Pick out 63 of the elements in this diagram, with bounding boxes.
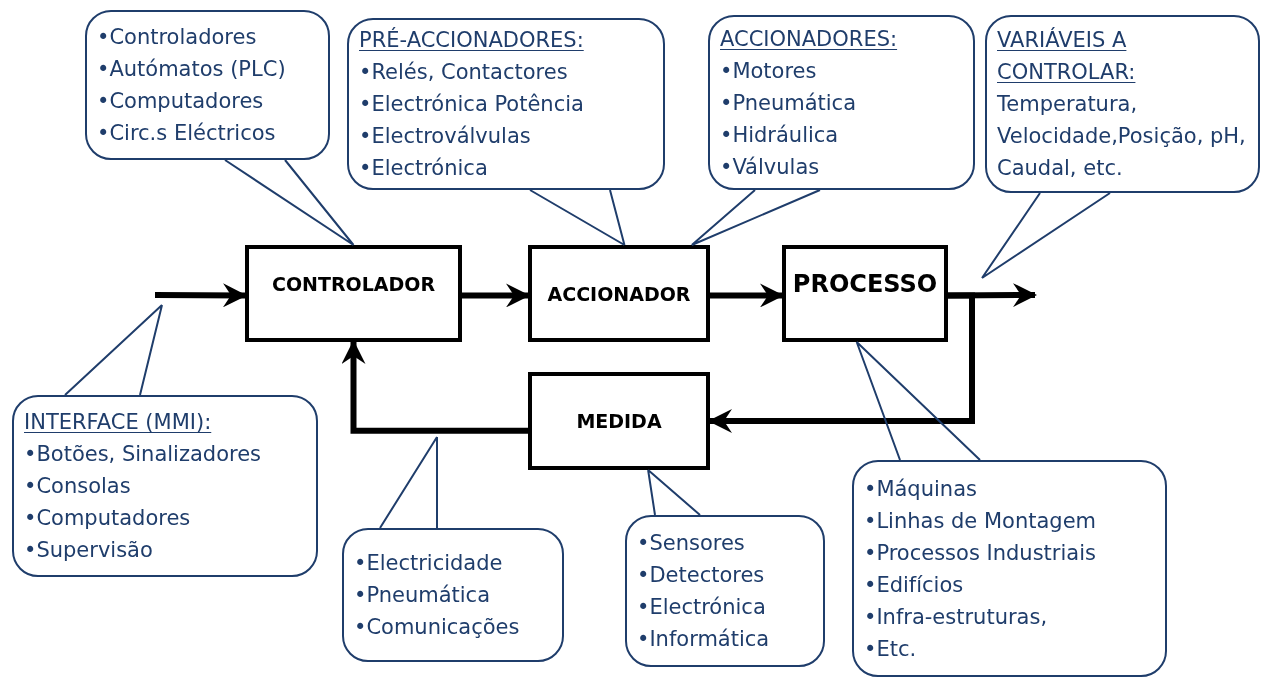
callout-heading: ACCIONADORES: (720, 25, 899, 53)
box-label: CONTROLADOR (271, 272, 436, 295)
callout-text: •Electrónica (359, 155, 489, 182)
callout-pointer (224, 159, 355, 246)
callout-pointer (529, 189, 626, 246)
box-label: ACCIONADOR (547, 282, 691, 305)
callout-text: •Relés, Contactores (359, 59, 569, 86)
callout-text: •Edifícios (864, 571, 965, 599)
arrow (708, 292, 975, 433)
callout-text: •Pneumática (354, 582, 492, 609)
callout-text: •Pneumática (720, 89, 858, 117)
callout-text: •Linhas de Montagem (864, 507, 1098, 535)
callout-heading: PRÉ-ACCIONADORES: (359, 26, 585, 54)
callout-text: •Válvulas (720, 153, 821, 181)
callout-text: Temperatura, Velocidade,Posição, pH, Caudal, etc. (997, 91, 1247, 182)
box-label: MEDIDA (576, 410, 662, 432)
callout-text: •Computadores (97, 88, 265, 115)
callout-text: •Motores (720, 57, 818, 85)
callout-pointer (690, 189, 821, 246)
callout-text: •Autómatos (PLC) (97, 56, 287, 83)
callout-text: •Electricidade (354, 550, 504, 577)
callout-text: •Electrónica (637, 594, 767, 621)
callout-heading: INTERFACE (MMI): (24, 409, 213, 436)
callout-text: •Consolas (24, 473, 132, 500)
process-box (528, 245, 710, 342)
callout-text: •Máquinas (864, 475, 978, 503)
callout-text: •Comunicações (354, 614, 521, 641)
callout-text: •Electroválvulas (359, 123, 532, 150)
callout-bubble (85, 10, 330, 160)
callout-text: •Electrónica Potência (359, 91, 585, 118)
arrow (710, 283, 784, 308)
callout-text: •Supervisão (24, 537, 154, 564)
callout-pointer (64, 304, 163, 396)
process-box (528, 372, 710, 470)
callout-text: •Controladores (97, 24, 258, 51)
callout-text: •Etc. (864, 635, 918, 663)
callout-text: •Processos Industriais (864, 539, 1097, 567)
callout-text: •Botões, Sinalizadores (24, 441, 263, 468)
callout-text: •Hidráulica (720, 121, 840, 149)
callout-bubble (985, 15, 1260, 193)
callout-text: •Infra-estruturas, (864, 603, 1049, 631)
callout-pointer (647, 469, 701, 516)
box-label: PROCESSO (792, 269, 938, 298)
callout-bubble (12, 395, 318, 577)
callout-bubble (625, 515, 825, 667)
callout-heading: VARIÁVEIS A CONTROLAR: (997, 26, 1137, 86)
process-box (782, 245, 948, 342)
callout-bubble (342, 528, 564, 662)
callout-bubble (708, 15, 975, 190)
process-box (245, 245, 462, 342)
callout-pointer (981, 192, 1111, 279)
callout-text: •Computadores (24, 505, 192, 532)
callout-text: •Sensores (637, 530, 746, 557)
arrow (155, 283, 247, 308)
callout-bubble (347, 18, 665, 190)
callout-text: •Detectores (637, 562, 766, 589)
callout-text: •Circ.s Eléctricos (97, 120, 277, 147)
callout-bubble (852, 460, 1167, 677)
callout-pointer (379, 436, 438, 529)
arrow (462, 283, 530, 308)
arrow (341, 340, 528, 434)
callout-pointer (855, 341, 981, 461)
callout-text: •Informática (637, 626, 771, 653)
